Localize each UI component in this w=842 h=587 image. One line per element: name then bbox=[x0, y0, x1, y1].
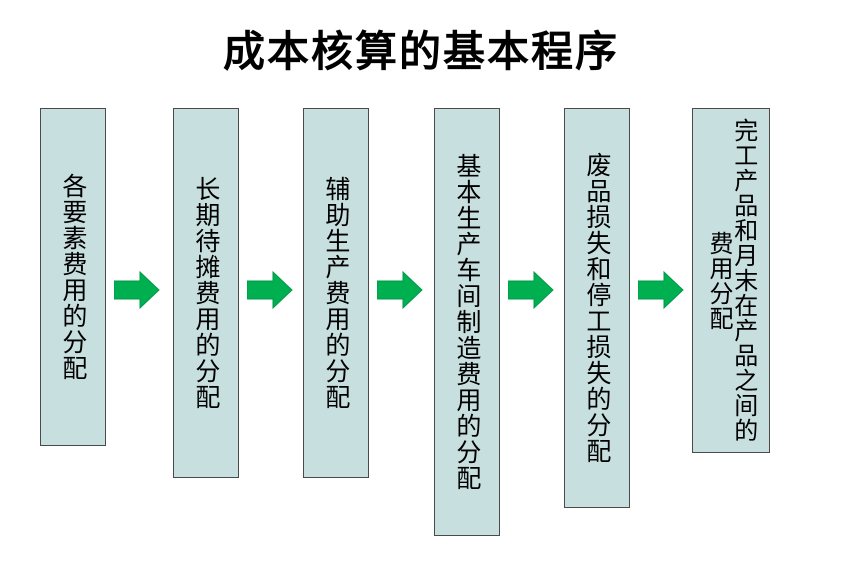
flow-step-3[interactable]: 辅助生产费用的分配 bbox=[303, 108, 369, 478]
arrow-right-icon bbox=[247, 270, 293, 310]
arrow-2 bbox=[247, 270, 293, 310]
flow-step-5[interactable]: 废品损失和停工损失的分配 bbox=[564, 108, 630, 508]
flow-step-2-label: 长期待摊费用的分配 bbox=[191, 176, 221, 410]
flowchart: 各要素费用的分配 长期待摊费用的分配 辅助生产费用的分配 bbox=[0, 108, 842, 568]
arrow-3 bbox=[377, 270, 423, 310]
flow-step-3-label: 辅助生产费用的分配 bbox=[321, 176, 351, 410]
flow-step-6-label: 完工产品和月末在产品之间的费用分配 bbox=[705, 118, 758, 443]
arrow-right-icon bbox=[508, 270, 554, 310]
flow-step-1[interactable]: 各要素费用的分配 bbox=[40, 108, 106, 446]
arrow-right-icon bbox=[638, 270, 684, 310]
arrow-right-icon bbox=[377, 270, 423, 310]
flow-step-2[interactable]: 长期待摊费用的分配 bbox=[173, 108, 239, 478]
flow-step-6[interactable]: 完工产品和月末在产品之间的费用分配 bbox=[692, 108, 770, 453]
arrow-4 bbox=[508, 270, 554, 310]
arrow-right-icon bbox=[114, 270, 160, 310]
arrow-1 bbox=[114, 270, 160, 310]
flow-step-1-label: 各要素费用的分配 bbox=[58, 173, 88, 381]
flow-step-4[interactable]: 基本生产车间制造费用的分配 bbox=[434, 108, 500, 536]
flow-step-4-label: 基本生产车间制造费用的分配 bbox=[452, 153, 482, 491]
arrow-5 bbox=[638, 270, 684, 310]
flow-step-5-label: 废品损失和停工损失的分配 bbox=[582, 152, 612, 464]
page-title: 成本核算的基本程序 bbox=[222, 27, 619, 76]
